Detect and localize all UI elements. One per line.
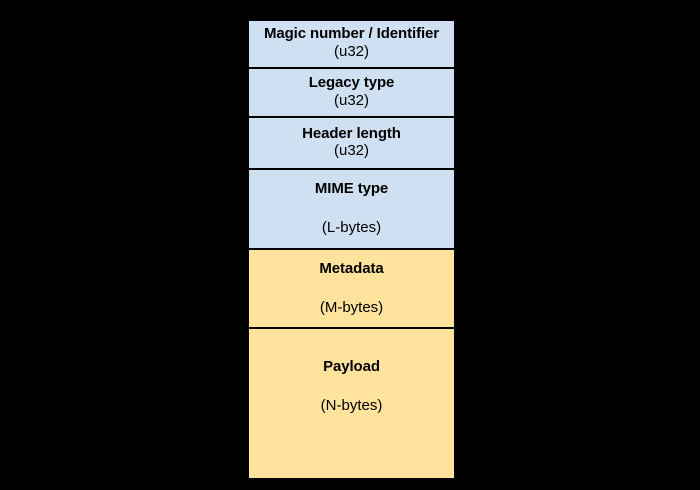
field-size: (N-bytes): [320, 396, 383, 414]
field-title: Payload: [323, 357, 380, 375]
field-title: Legacy type: [308, 74, 395, 92]
field-row-magic-number: Magic number / Identifier (u32): [249, 21, 454, 69]
field-title: Metadata: [319, 259, 384, 277]
field-size: (M-bytes): [319, 298, 384, 316]
field-size: (u32): [333, 91, 370, 109]
field-row-payload: Payload (N-bytes): [249, 329, 454, 479]
field-row-header-length: Header length (u32): [249, 118, 454, 170]
field-row-legacy-type: Legacy type (u32): [249, 68, 454, 119]
binary-format-layout-diagram: Magic number / Identifier (u32) Legacy t…: [247, 19, 456, 480]
field-row-metadata: Metadata (M-bytes): [249, 249, 454, 330]
field-title: Magic number / Identifier: [263, 25, 440, 43]
field-size: (L-bytes): [321, 218, 382, 236]
field-row-mime-type: MIME type (L-bytes): [249, 169, 454, 250]
field-title: Header length: [302, 124, 401, 142]
field-size: (u32): [333, 142, 370, 160]
field-size: (u32): [333, 43, 370, 61]
field-title: MIME type: [314, 179, 389, 197]
